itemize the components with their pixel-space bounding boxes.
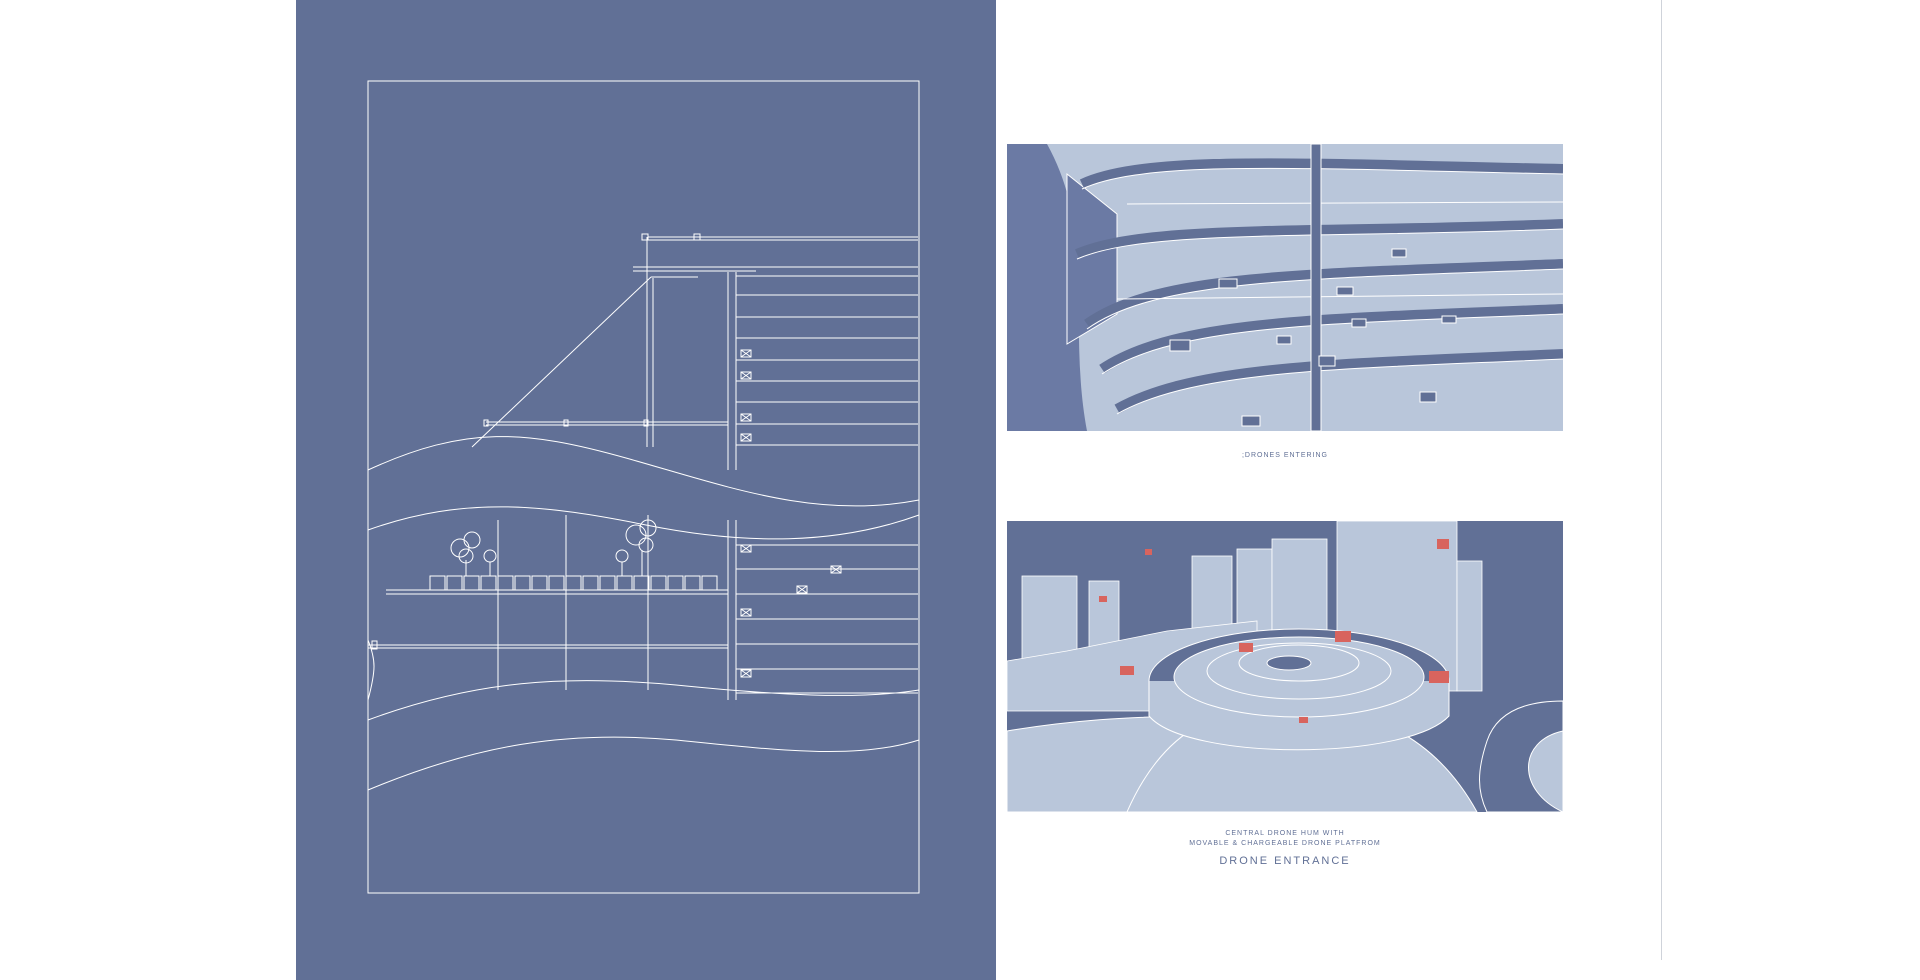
section-drawing-panel xyxy=(296,0,996,980)
drawing-title: DRONE ENTRANCE xyxy=(1219,855,1351,867)
render-drone-hub xyxy=(1007,521,1563,812)
render-illustration-interior xyxy=(1007,144,1563,431)
render-drones-entering xyxy=(1007,144,1563,431)
caption-drone-hub: CENTRAL DRONE HUM WITH MOVABLE & CHARGEA… xyxy=(1007,829,1563,849)
caption-line: CENTRAL DRONE HUM WITH xyxy=(1225,830,1345,837)
section-drawing xyxy=(367,80,920,894)
caption-line: MOVABLE & CHARGEABLE DRONE PLATFROM xyxy=(1189,840,1381,847)
render-illustration-hub xyxy=(1007,521,1563,812)
sheet-margin-line xyxy=(1661,0,1662,960)
drawing-frame xyxy=(367,80,920,894)
caption-drones-entering: ;DRONES ENTERING xyxy=(1241,452,1328,459)
